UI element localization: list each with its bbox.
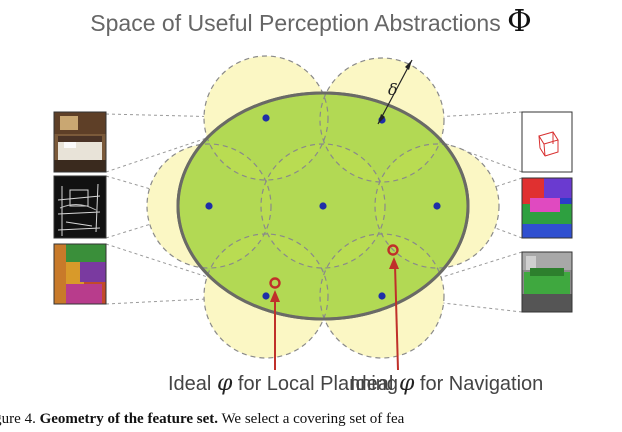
navigation-symbol: φ — [398, 371, 415, 396]
feature-point — [205, 202, 213, 210]
covering-circle-outline — [203, 93, 329, 181]
navigation-suffix: for Navigation — [419, 373, 544, 395]
local-planning-suffix: for Local Planning — [237, 373, 399, 395]
phi-symbol: Φ — [507, 4, 532, 39]
caption-rest: We select a covering set of fea — [221, 411, 405, 427]
navigation-arrow — [394, 264, 399, 371]
covering-circle-outline — [374, 143, 468, 269]
edges-bedroom-image — [53, 175, 107, 239]
figure-title: Space of Useful Perception Abstractions … — [0, 4, 622, 39]
local-planning-prefix: Ideal — [168, 373, 212, 395]
normals-bedroom-image — [53, 243, 107, 305]
covering-circle-outline — [260, 143, 386, 269]
figure-caption: igure 4. Geometry of the feature set. We… — [0, 410, 622, 432]
room-layout-box-image — [521, 111, 573, 173]
feature-point — [319, 202, 327, 210]
feature-point — [262, 114, 270, 122]
covering-circle-outline — [203, 233, 329, 319]
feature-point — [262, 292, 270, 300]
title-text: Space of Useful Perception Abstractions — [90, 10, 501, 36]
caption-bold: Geometry of the feature set. — [39, 411, 218, 427]
segmentation-bedroom-image — [521, 177, 573, 239]
semantic-bedroom-image — [521, 251, 573, 313]
caption-prefix: igure 4. — [0, 411, 36, 427]
ideal-navigation-marker — [387, 244, 399, 256]
feature-point — [433, 202, 441, 210]
covering-circle-outline — [178, 143, 272, 269]
local-planning-symbol: φ — [216, 371, 233, 396]
navigation-prefix: Ideal — [350, 373, 394, 395]
feature-point — [378, 292, 386, 300]
delta-radius-arrow — [377, 59, 413, 125]
ideal-local-planning-marker — [269, 277, 281, 289]
delta-label: δ — [388, 80, 398, 99]
local-planning-label: Ideal φ for Local Planning — [168, 371, 398, 396]
rgb-bedroom-image — [53, 111, 107, 173]
navigation-label: Ideal φ for Navigation — [350, 371, 543, 396]
